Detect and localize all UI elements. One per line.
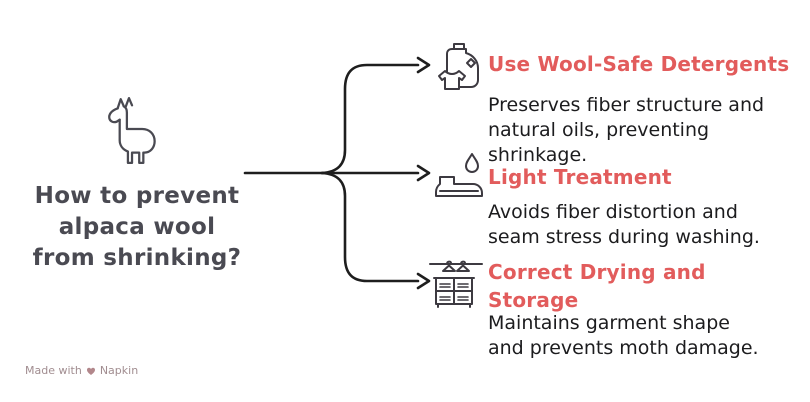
- llama-icon: [100, 94, 162, 168]
- branch-1-body-line-3: shrinkage.: [488, 144, 588, 166]
- hanger-storage-icon: [428, 257, 484, 309]
- branch-1-body-line-2: natural oils, preventing: [488, 119, 710, 141]
- branch-1-heading: Use Wool-Safe Detergents: [488, 52, 790, 76]
- watermark-suffix: Napkin: [99, 364, 139, 377]
- heart-icon: [86, 366, 96, 376]
- connector-top: [320, 63, 420, 175]
- connector-bottom: [320, 171, 420, 283]
- branch-3-body-line-1: Maintains garment shape: [488, 312, 730, 334]
- topic-title-line-1: How to prevent: [34, 183, 240, 209]
- branch-3-body-line-2: and prevents moth damage.: [488, 337, 759, 359]
- arrowhead-middle-icon: [416, 164, 431, 182]
- arrowhead-top-icon: [416, 56, 431, 74]
- branch-1-body-line-1: Preserves fiber structure and: [488, 94, 765, 116]
- topic-title-line-3: from shrinking?: [32, 245, 242, 271]
- branch-3-heading-line-2: Storage: [488, 288, 579, 312]
- watermark: Made with Napkin: [25, 364, 138, 377]
- branch-2-heading: Light Treatment: [488, 165, 672, 189]
- watermark-prefix: Made with: [25, 364, 82, 377]
- detergent-shirt-icon: [437, 42, 483, 94]
- branch-2-body-line-2: seam stress during washing.: [488, 226, 760, 248]
- arrowhead-bottom-icon: [416, 272, 431, 290]
- iron-droplet-icon: [432, 151, 486, 203]
- topic-title-line-2: alpaca wool: [58, 214, 216, 240]
- branch-2-body-line-1: Avoids fiber distortion and: [488, 201, 738, 223]
- branch-3-heading-line-1: Correct Drying and: [488, 260, 706, 284]
